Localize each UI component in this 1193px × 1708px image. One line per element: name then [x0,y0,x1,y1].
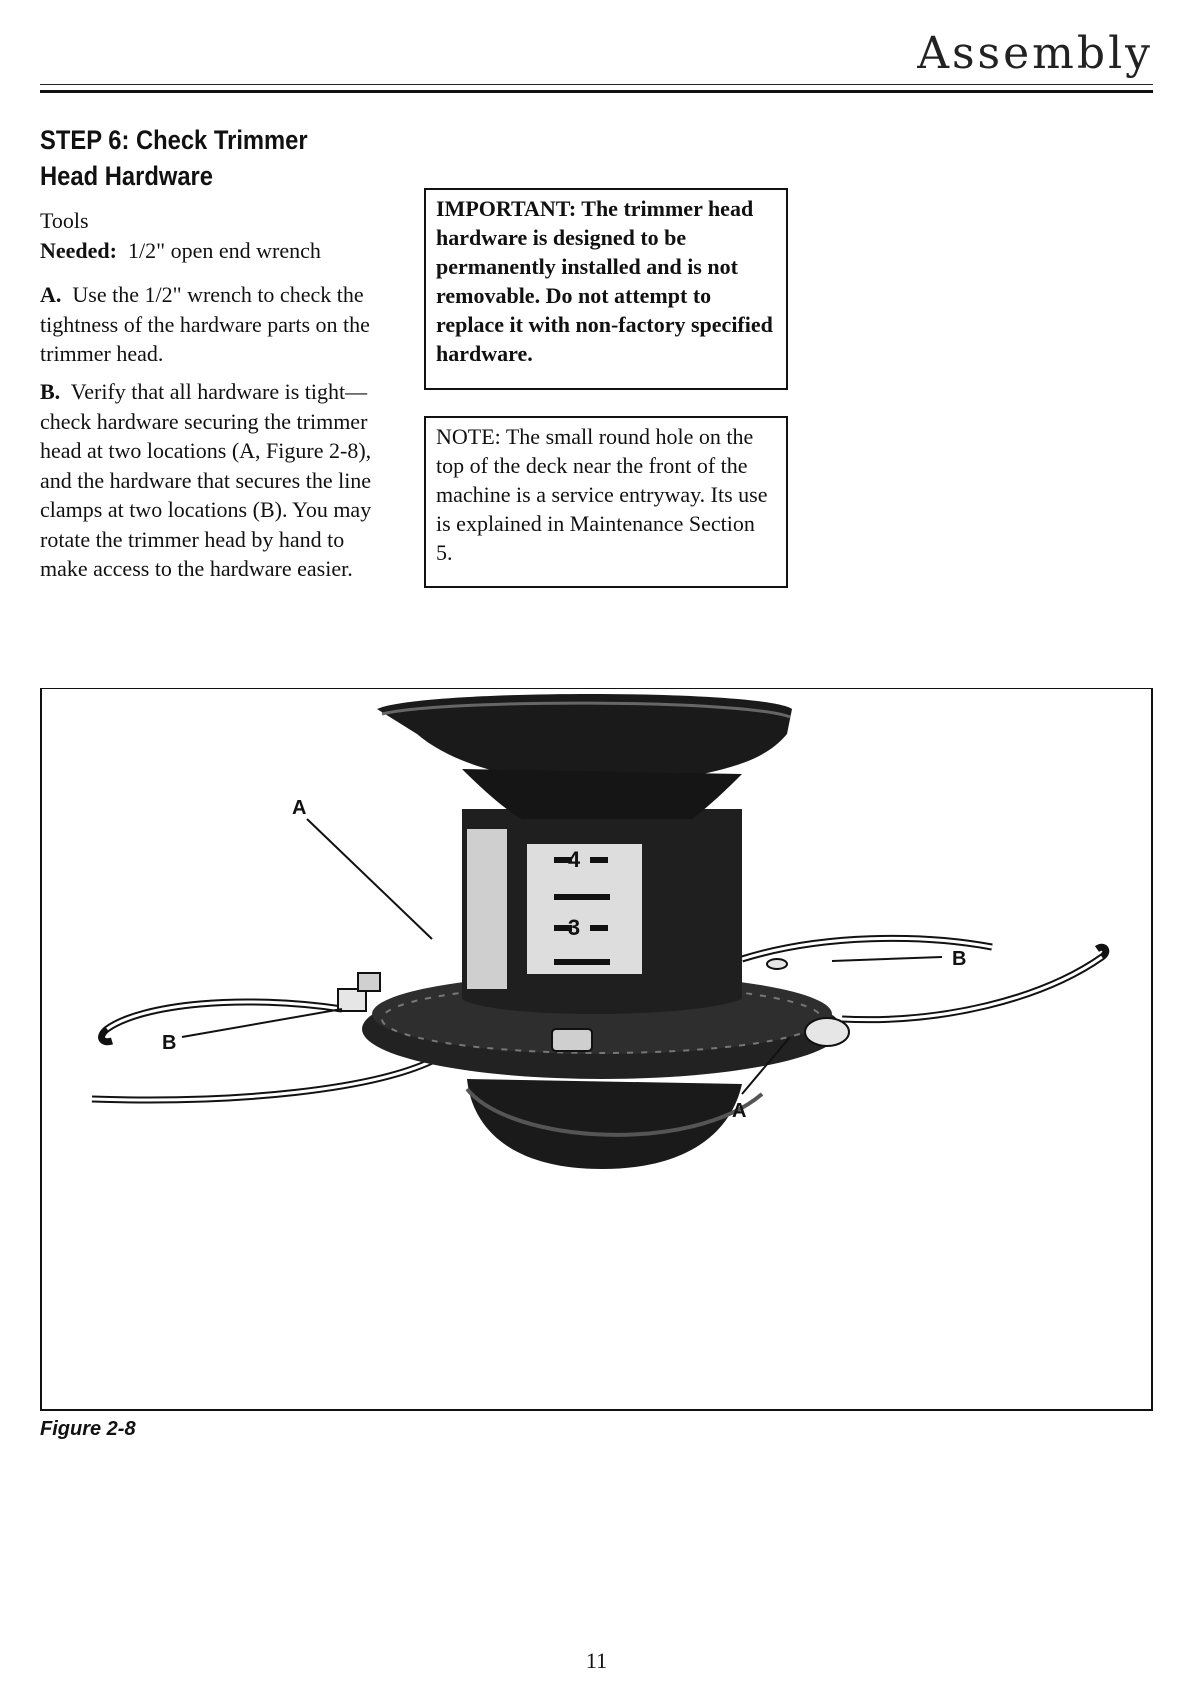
trimmer-line-right-lower-inner [841,955,1103,1022]
leader-b-right [831,956,943,962]
leader-b-left [181,1008,343,1038]
hardware-bolt-front [551,1028,593,1052]
line-clamp-left-bolt [357,972,381,992]
trimmer-line-right-upper-inner [741,936,993,961]
trimmer-line-left-upper-inner [106,1000,343,1031]
figure-caption: Figure 2-8 [40,1418,136,1440]
trimmer-line-left-upper [98,998,343,1046]
header-rule-thick [40,90,1153,93]
section-header: Assembly [917,28,1153,79]
trimmer-line-left-lower-inner [91,1059,433,1102]
ruler-tick-3-left [554,925,572,931]
important-box: IMPORTANT: The trimmer head hardware is … [424,188,788,390]
callout-a-upper: A [292,797,306,819]
page-number: 11 [585,1648,608,1673]
ruler-mark-4: 4 [568,847,581,872]
ruler-tick-mid [554,894,610,900]
callout-a-lower: A [732,1100,746,1122]
trimmer-bottom-rim [465,1087,764,1137]
line-clamp-left [337,988,367,1012]
instruction-b-marker: B. [40,379,61,404]
trimmer-top-cap-rim [381,701,791,719]
leader-a-lower [741,1036,791,1095]
ruler-tick-3-right [590,925,608,931]
instruction-a-text: Use the 1/2" wrench to check the tightne… [40,282,370,366]
trimmer-top-cap-neck [462,769,742,819]
trimmer-body-highlight [467,829,507,989]
trimmer-bottom-dome [467,1079,742,1169]
tools-label: Tools [40,208,89,233]
note-text: NOTE: The small round hole on the top of… [436,424,768,565]
ruler-mark-3: 3 [568,915,580,940]
hardware-hole-right [766,958,788,970]
trimmer-top-cap [377,694,792,781]
note-box: NOTE: The small round hole on the top of… [424,416,788,588]
ruler-tick-low [554,959,610,965]
ruler-tick-4-right [590,857,608,863]
instruction-a: A. Use the 1/2" wrench to check the tigh… [40,280,380,369]
callout-b-left: B [162,1032,176,1054]
step-title: STEP 6: Check Trimmer Head Hardware [40,122,374,194]
line-clamp-right [804,1017,850,1047]
tools-block: Tools Needed: 1/2" open end wrench [40,206,380,266]
header-rule-thin [40,84,1153,85]
leader-a-upper [306,818,433,940]
instruction-a-marker: A. [40,282,62,307]
callout-b-right: B [952,948,966,970]
tools-needed-label: Needed: [40,238,117,263]
trimmer-line-left-lower [91,1057,434,1104]
tools-needed-value: 1/2" open end wrench [127,238,321,263]
step-title-line1: STEP 6: Check Trimmer [40,125,308,155]
important-text: IMPORTANT: The trimmer head hardware is … [436,196,773,366]
ruler-window [527,844,642,974]
ruler-tick-4-left [554,857,572,863]
instruction-b: B. Verify that all hardware is tight— ch… [40,377,380,584]
figure-frame: 4 3 A B B A [40,688,1153,1411]
step-title-line2: Head Hardware [40,161,214,191]
trimmer-head-illustration: 4 3 A B B A [91,694,1110,1169]
instruction-b-text: Verify that all hardware is tight— check… [40,379,372,581]
tools-needed: Needed: 1/2" open end wrench [40,236,380,266]
